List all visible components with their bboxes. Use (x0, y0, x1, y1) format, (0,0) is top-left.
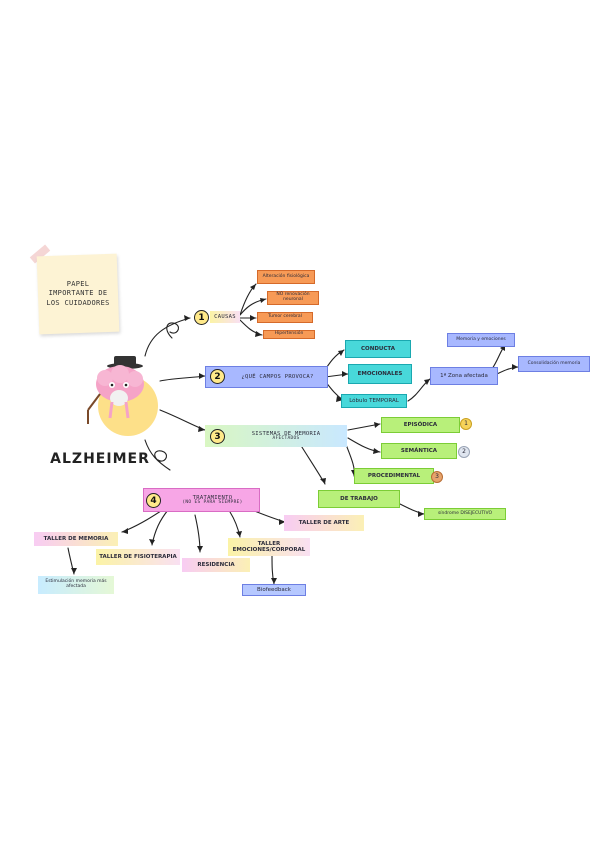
campos-node: ¿QUÉ CAMPOS PROVOCA? (205, 366, 328, 388)
tratamiento-estimulacion: Estimulación memoria más afectada (38, 576, 114, 594)
causas-item-4: Hipertensión (263, 330, 315, 339)
sistemas-label: SISTEMAS DE MEMORIA (251, 430, 321, 437)
sistemas-semantica: SEMÁNTICA (381, 443, 457, 459)
tratamiento-emociones: TALLER EMOCIONES/CORPORAL (228, 538, 310, 556)
brain-character-icon (87, 356, 158, 436)
main-title: ALZHEIMER (50, 451, 150, 468)
sistemas-node: SISTEMAS DE MEMORIA AFECTADOS (205, 425, 347, 447)
campos-emocionales: EMOCIONALES (348, 364, 412, 384)
campos-zona: 1ª Zona afectada (430, 367, 498, 385)
causas-item-2: NO renovación neuronal (267, 291, 319, 305)
sistemas-disejecutivo: síndrome DISEJECUTIVO (424, 508, 506, 520)
causas-number: 1 (194, 310, 209, 325)
tratamiento-number: 4 (146, 493, 161, 508)
sistemas-procedimental: PROCEDIMENTAL (354, 468, 434, 484)
tratamiento-fisioterapia: TALLER DE FISIOTERAPIA (96, 549, 180, 565)
campos-zona-consolidacion: Consolidación memoria (518, 356, 590, 372)
sistemas-sub: AFECTADOS (272, 435, 300, 441)
sticky-note-text: PAPEL IMPORTANTE DE LOS CUIDADORES (46, 279, 110, 307)
medal-silver-icon: 2 (458, 446, 470, 458)
campos-lobulo: Lóbulo TEMPORAL (341, 394, 407, 408)
tratamiento-residencia: RESIDENCIA (182, 558, 250, 572)
tratamiento-memoria: TALLER DE MEMORIA (34, 532, 118, 546)
tratamiento-sub: (NO ES PARA SIEMPRE) (182, 499, 243, 505)
medal-bronze-icon: 3 (431, 471, 443, 483)
campos-zona-memoria: Memoria y emociones (447, 333, 515, 347)
campos-conducta: CONDUCTA (345, 340, 411, 358)
causas-item-1: Alteración fisiológica (257, 270, 315, 284)
tratamiento-label: TRATAMIENTO (192, 494, 233, 501)
tratamiento-node: TRATAMIENTO (NO ES PARA SIEMPRE) (143, 488, 260, 512)
sistemas-number: 3 (210, 429, 225, 444)
medal-gold-icon: 1 (460, 418, 472, 430)
causas-item-3: Tumor cerebral (257, 312, 313, 323)
causas-node: CAUSAS (210, 311, 240, 323)
sistemas-de-trabajo: DE TRABAJO (318, 490, 400, 508)
sistemas-episodica: EPISÓDICA (381, 417, 460, 433)
campos-number: 2 (210, 369, 225, 384)
tratamiento-biofeedback: Biofeedback (242, 584, 306, 596)
tratamiento-arte: TALLER DE ARTE (284, 515, 364, 531)
